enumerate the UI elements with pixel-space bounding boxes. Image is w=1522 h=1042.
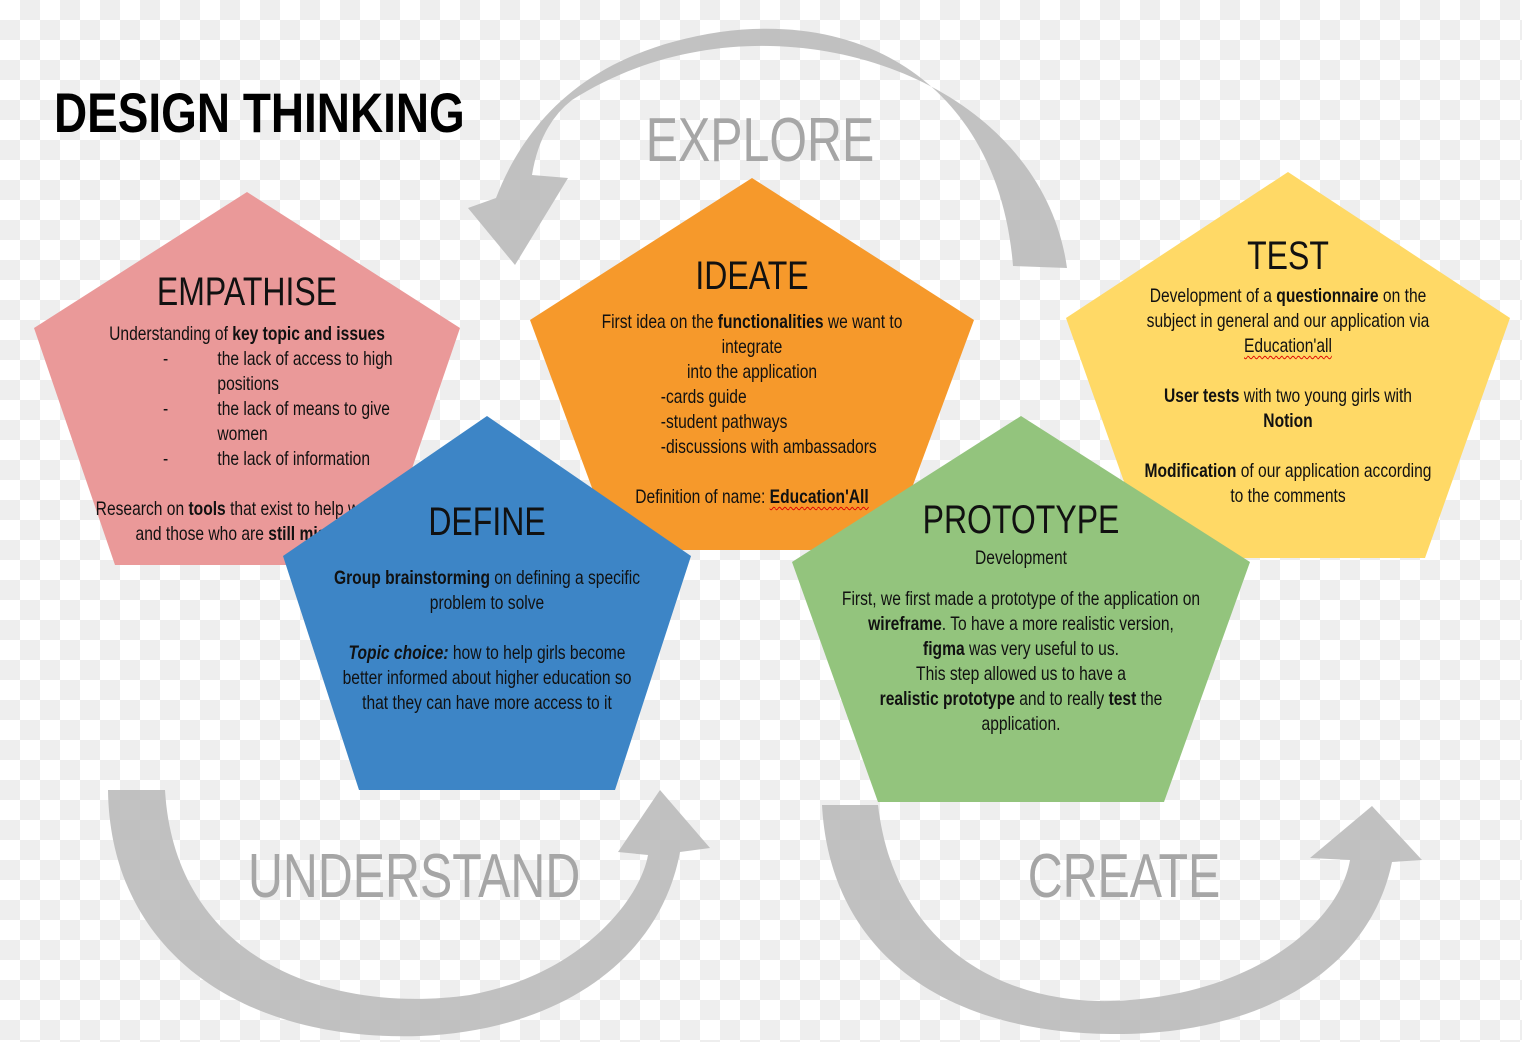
- prototype-pentagon: PROTOTYPE Development First, we first ma…: [792, 416, 1250, 802]
- phase-explore: EXPLORE: [645, 106, 875, 175]
- phase-understand: UNDERSTAND: [248, 842, 581, 911]
- list-item: -discussions with ambassadors: [660, 436, 877, 458]
- prototype-body: Development First, we first made a proto…: [841, 547, 1201, 735]
- define-pentagon: DEFINE Group brainstorming on defining a…: [283, 416, 691, 790]
- define-body: Group brainstorming on defining a specif…: [333, 567, 641, 714]
- create-arrow: [822, 805, 1422, 1035]
- empathise-shape: [34, 192, 460, 565]
- ideate-heading: IDEATE: [695, 254, 809, 298]
- ideate-shape: [530, 178, 974, 550]
- test-shape: [1066, 172, 1510, 558]
- test-heading: TEST: [1247, 234, 1329, 278]
- empathise-heading: EMPATHISE: [156, 270, 338, 314]
- page-title: DESIGN THINKING: [54, 81, 465, 144]
- prototype-heading: PROTOTYPE: [922, 498, 1120, 542]
- define-heading: DEFINE: [428, 500, 546, 544]
- list-item: -the lack of information: [163, 448, 371, 470]
- list-item: -cards guide: [660, 386, 747, 408]
- ideate-pentagon: IDEATE First idea on the functionalities…: [530, 178, 974, 550]
- list-item: -the lack of access to high positions: [163, 348, 393, 395]
- list-item: -student pathways: [660, 411, 788, 433]
- define-shape: [283, 416, 691, 790]
- test-pentagon: TEST Development of a questionnaire on t…: [1066, 172, 1510, 558]
- phase-create: CREATE: [1027, 842, 1221, 911]
- ideate-body: First idea on the functionalities we wan…: [574, 310, 929, 510]
- prototype-shape: [792, 416, 1250, 802]
- empathise-pentagon: EMPATHISE Understanding of key topic and…: [34, 192, 460, 565]
- understand-arrow: [108, 790, 710, 1037]
- test-body: Development of a questionnaire on the su…: [1144, 285, 1432, 507]
- list-item: -the lack of means to give women: [163, 398, 390, 445]
